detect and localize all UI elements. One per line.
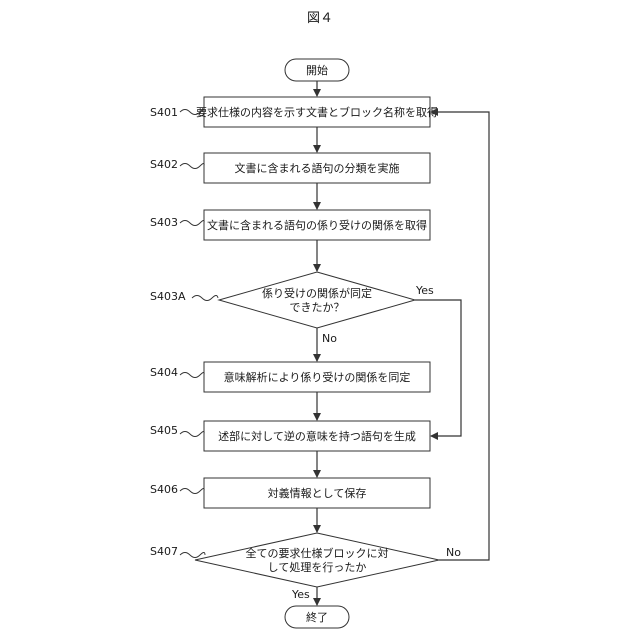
step-label-s404: S404 xyxy=(150,366,178,379)
step-label-s403a: S403A xyxy=(150,290,186,303)
branch-label-s403a-yes: Yes xyxy=(415,284,434,297)
decision-text-s403a-line1: 係り受けの関係が同定 xyxy=(262,286,372,300)
step-text-s403: 文書に含まれる語句の係り受けの関係を取得 xyxy=(207,218,427,232)
step-text-s402: 文書に含まれる語句の分類を実施 xyxy=(235,161,400,175)
end-terminator: 終了 xyxy=(285,606,349,628)
step-text-s401: 要求仕様の内容を示す文書とブロック名称を取得 xyxy=(196,105,438,119)
callout-squiggle-s403 xyxy=(180,221,204,226)
step-label-s406: S406 xyxy=(150,483,178,496)
process-box-s405: 述部に対して逆の意味を持つ語句を生成 xyxy=(204,421,430,451)
callout-squiggle-s406 xyxy=(180,489,204,494)
connector-s407-no-loop xyxy=(431,112,489,560)
process-box-s401: 要求仕様の内容を示す文書とブロック名称を取得 xyxy=(196,97,438,127)
step-text-s404: 意味解析により係り受けの関係を同定 xyxy=(224,370,411,384)
process-box-s402: 文書に含まれる語句の分類を実施 xyxy=(204,153,430,183)
callout-squiggle-s405 xyxy=(180,432,204,437)
process-box-s404: 意味解析により係り受けの関係を同定 xyxy=(204,362,430,392)
decision-diamond-s407: 全ての要求仕様ブロックに対 して処理を行ったか xyxy=(195,533,439,587)
figure-title: 図４ xyxy=(307,11,333,26)
callout-squiggle-s404 xyxy=(180,373,204,378)
process-box-s403: 文書に含まれる語句の係り受けの関係を取得 xyxy=(204,210,430,240)
decision-diamond-s403a: 係り受けの関係が同定 できたか？ xyxy=(219,272,415,328)
start-label: 開始 xyxy=(306,63,328,77)
step-label-s401: S401 xyxy=(150,106,178,119)
branch-label-s403a-no: No xyxy=(322,332,337,345)
step-label-s405: S405 xyxy=(150,424,178,437)
start-terminator: 開始 xyxy=(285,59,349,81)
branch-label-s407-yes: Yes xyxy=(291,588,310,601)
decision-text-s407-line1: 全ての要求仕様ブロックに対 xyxy=(246,546,389,560)
step-text-s406: 対義情報として保存 xyxy=(268,486,367,500)
callout-squiggle-s402 xyxy=(180,164,204,169)
callout-squiggle-s407 xyxy=(180,553,205,558)
callout-squiggle-s403a xyxy=(192,296,218,301)
step-text-s405: 述部に対して逆の意味を持つ語句を生成 xyxy=(218,429,416,443)
decision-text-s403a-line2: できたか？ xyxy=(290,301,345,314)
decision-text-s407-line2: して処理を行ったか xyxy=(268,561,367,574)
process-box-s406: 対義情報として保存 xyxy=(204,478,430,508)
step-label-s407: S407 xyxy=(150,545,178,558)
end-label: 終了 xyxy=(306,610,328,624)
step-label-s402: S402 xyxy=(150,158,178,171)
step-label-s403: S403 xyxy=(150,216,178,229)
branch-label-s407-no: No xyxy=(446,546,461,559)
